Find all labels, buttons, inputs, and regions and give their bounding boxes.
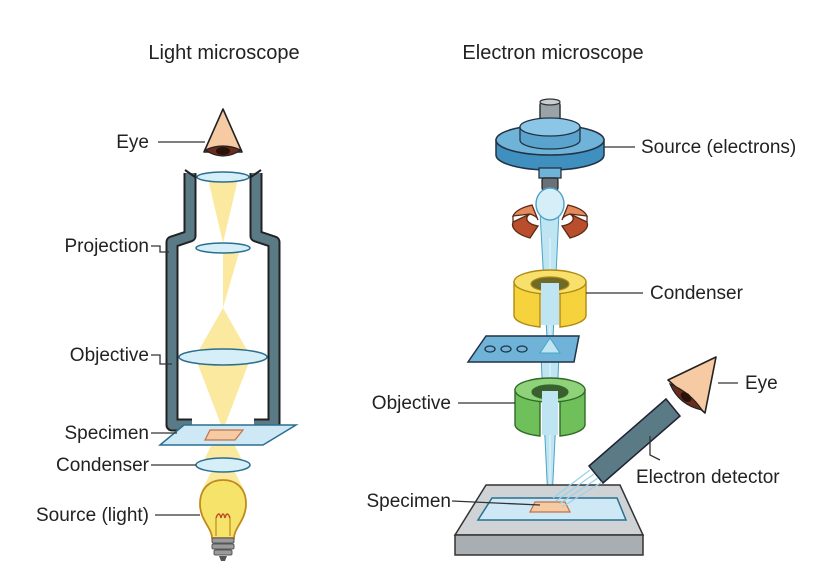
objective-lens [178, 348, 268, 366]
electron-detector [552, 397, 682, 508]
projection-lens [195, 242, 251, 254]
electron-objective-label: Objective [372, 393, 451, 414]
light-objective-label: Objective [70, 345, 149, 366]
light-condenser-label: Condenser [56, 455, 150, 476]
specimen-slide [157, 424, 299, 446]
electron-microscope-title: Electron microscope [462, 42, 643, 64]
aperture-plate [466, 335, 580, 363]
eye-icon [203, 108, 243, 157]
light-projection-label: Projection [65, 236, 150, 257]
eyepiece-lens [196, 171, 250, 183]
projection-leader-line [151, 245, 169, 253]
electron-detector-label: Electron detector [636, 467, 780, 488]
specimen-stage [453, 484, 645, 556]
light-microscope-title: Light microscope [148, 42, 299, 64]
objective-leader-line [151, 354, 172, 365]
specimen-leader-line [451, 500, 541, 506]
light-source-label: Source (light) [36, 505, 149, 526]
electron-source-label: Source (electrons) [641, 137, 796, 158]
light-microscope: Eye Projection Objective Specimen Conden… [36, 108, 299, 561]
electron-specimen-label: Specimen [367, 491, 452, 512]
detector-eye-icon [667, 356, 717, 414]
condenser-lens [195, 457, 251, 473]
electron-microscope: Source (electrons) Condenser Objective E… [367, 98, 796, 556]
light-bulb-icon [199, 479, 247, 561]
electron-condenser-label: Condenser [650, 283, 744, 304]
electron-source [495, 98, 605, 221]
light-eye-label: Eye [116, 132, 149, 153]
light-specimen-label: Specimen [65, 423, 150, 444]
condenser-coil [513, 269, 587, 328]
objective-coil [514, 377, 586, 437]
detector-leader-line [649, 436, 661, 461]
electron-eye-label: Eye [745, 373, 778, 394]
aperture-coil [511, 204, 589, 239]
